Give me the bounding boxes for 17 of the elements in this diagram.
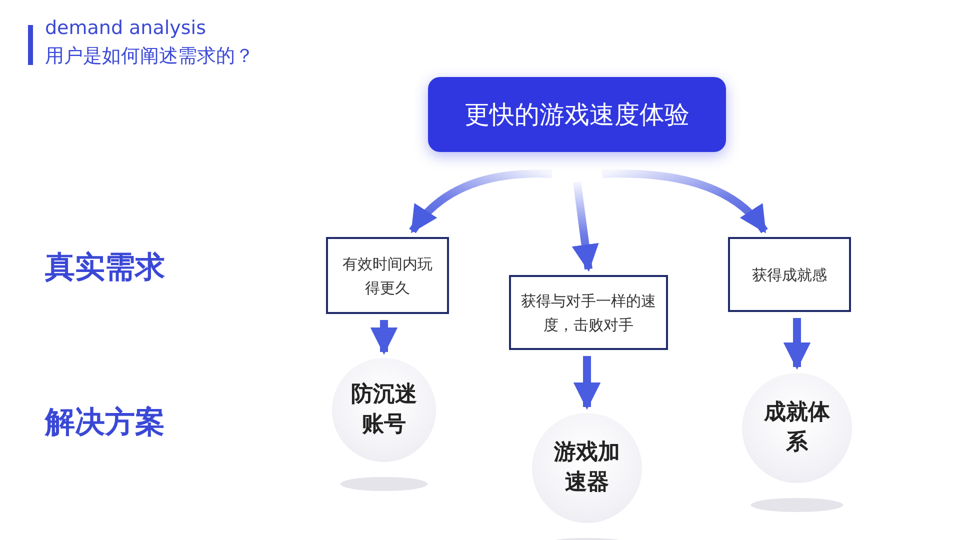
subtitle: 用户是如何阐述需求的？: [45, 44, 254, 69]
need-box: 获得与对手一样的速度，击败对手: [509, 275, 668, 350]
arrow: [602, 170, 768, 234]
need-box: 有效时间内玩得更久: [326, 237, 449, 314]
title: demand analysis: [45, 17, 206, 39]
arrow: [409, 170, 552, 234]
arrow: [573, 356, 601, 410]
topic-box: 更快的游戏速度体验: [428, 77, 726, 152]
arrow: [370, 320, 398, 355]
solution-circle: 成就体系: [742, 373, 852, 483]
need-box: 获得成就感: [728, 237, 851, 312]
arrow: [783, 318, 811, 370]
arrow: [572, 181, 599, 272]
solution-circle: 防沉迷账号: [332, 358, 436, 462]
solution-circle: 游戏加速器: [532, 413, 642, 523]
row-label: 解决方案: [45, 404, 165, 442]
row-label: 真实需求: [45, 249, 165, 287]
